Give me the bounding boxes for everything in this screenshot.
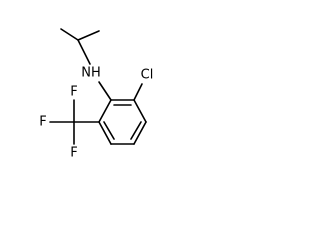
- atom-label-f-top: F: [70, 85, 77, 100]
- ring-bond-2: [133, 99, 147, 123]
- ring-bond-5: [98, 121, 112, 145]
- bond-ch-n: [77, 39, 91, 65]
- ring-bond-6: [98, 99, 112, 123]
- bond-n-ring: [98, 81, 112, 101]
- bond-ring-cl: [133, 83, 143, 101]
- structure-diagram: NH Cl F F F: [0, 0, 178, 190]
- ring-double-2: [130, 121, 142, 140]
- atom-label-cl: Cl: [141, 68, 154, 83]
- atom-label-f-bottom: F: [70, 146, 77, 161]
- atom-label-f-left: F: [39, 115, 46, 130]
- atom-label-nh: NH: [81, 66, 101, 81]
- bond-methyl-right: [77, 30, 100, 41]
- ring-double-3: [103, 121, 115, 140]
- ring-bond-3: [133, 121, 147, 145]
- bond-methyl-left: [60, 28, 79, 41]
- molecule-svg: NH Cl F F F: [39, 28, 154, 161]
